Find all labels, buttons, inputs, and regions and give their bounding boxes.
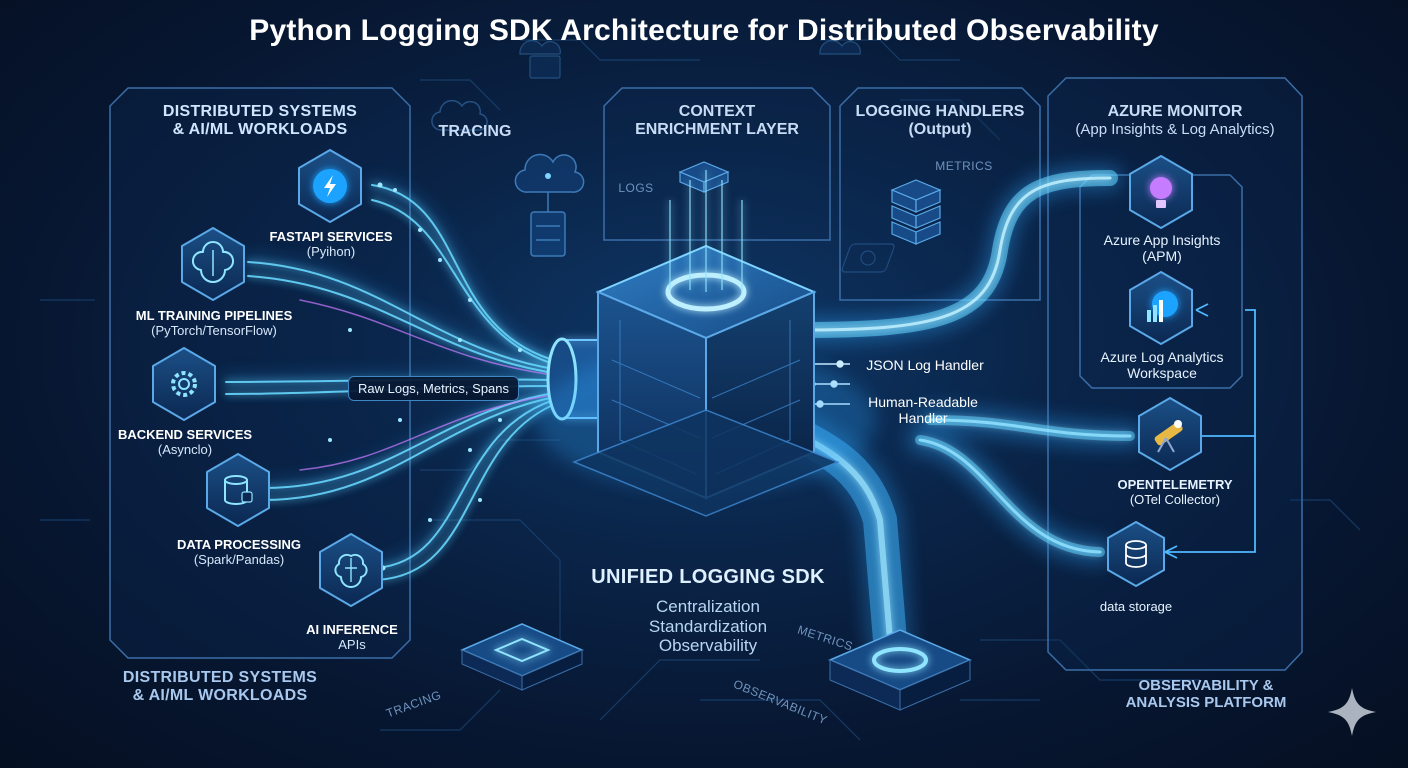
feedback-arrows bbox=[1164, 303, 1256, 559]
human-readable-handler: Human-Readable Handler bbox=[868, 394, 978, 427]
sources-panel bbox=[109, 87, 411, 659]
incoming-streams bbox=[221, 180, 565, 581]
sdk-label: UNIFIED LOGGING SDK Centralization Stand… bbox=[591, 566, 825, 656]
metrics-server-icon bbox=[890, 179, 942, 245]
metrics-faint-label: METRICS bbox=[935, 159, 993, 173]
tracing-header: TRACING bbox=[438, 123, 512, 140]
panels bbox=[109, 77, 1303, 671]
context-panel bbox=[603, 87, 831, 241]
logs-server-icon bbox=[678, 161, 730, 193]
outgoing-pipes bbox=[787, 165, 1143, 565]
sources-footer: DISTRIBUTED SYSTEMS & AI/ML WORKLOADS bbox=[122, 669, 318, 705]
source-data-processing: DATA PROCESSING(Spark/Pandas) bbox=[177, 537, 301, 567]
brain-circuit-icon bbox=[181, 227, 245, 301]
dest-log-analytics: Azure Log Analytics Workspace bbox=[1100, 349, 1224, 382]
top-server-icon bbox=[519, 40, 861, 79]
dest-data-storage: data storage bbox=[1099, 599, 1173, 614]
sources-header: DISTRIBUTED SYSTEMS & AI/ML WORKLOADS bbox=[162, 103, 358, 139]
tracing-cloud-icon bbox=[431, 99, 585, 257]
lightning-icon bbox=[298, 149, 362, 223]
sparkle-icon bbox=[1328, 688, 1376, 736]
azure-panel bbox=[1047, 77, 1303, 671]
azure-header: AZURE MONITOR (App Insights & Log Analyt… bbox=[1075, 103, 1275, 139]
source-backend: BACKEND SERVICES(Asynclo) bbox=[117, 427, 253, 457]
destination-icons bbox=[1107, 154, 1202, 588]
analytics-chart-icon bbox=[1129, 270, 1193, 346]
bottom-platform bbox=[828, 629, 972, 711]
dest-app-insights: Azure App Insights (APM) bbox=[1103, 232, 1221, 265]
telescope-icon bbox=[1138, 396, 1202, 472]
storage-database-icon bbox=[1107, 520, 1165, 588]
circuit-traces bbox=[40, 39, 1361, 741]
context-header: CONTEXT ENRICHMENT LAYER bbox=[635, 103, 799, 139]
gear-icon bbox=[152, 347, 216, 421]
dest-opentelemetry: OPENTELEMETRY (OTel Collector) bbox=[1117, 477, 1233, 507]
database-icon bbox=[206, 453, 270, 527]
json-log-handler: JSON Log Handler bbox=[866, 357, 984, 373]
platform-label: OBSERVABILITY & ANALYSIS PLATFORM bbox=[1125, 677, 1287, 712]
source-ml-training: ML TRAINING PIPELINES(PyTorch/TensorFlow… bbox=[135, 308, 293, 338]
chip-icon bbox=[841, 243, 895, 273]
logs-faint-label: LOGS bbox=[618, 181, 654, 195]
lightbulb-icon bbox=[1129, 154, 1193, 230]
source-icons bbox=[152, 149, 383, 607]
flow-label: Raw Logs, Metrics, Spans bbox=[348, 376, 520, 401]
central-cube bbox=[536, 170, 876, 517]
page-title: Python Logging SDK Architecture for Dist… bbox=[249, 14, 1159, 47]
bottom-chip bbox=[460, 623, 584, 691]
source-fastapi: FASTAPI SERVICES(Pyihon) bbox=[269, 229, 393, 259]
handlers-header: LOGGING HANDLERS (Output) bbox=[855, 103, 1025, 139]
ai-brain-icon bbox=[319, 533, 383, 607]
